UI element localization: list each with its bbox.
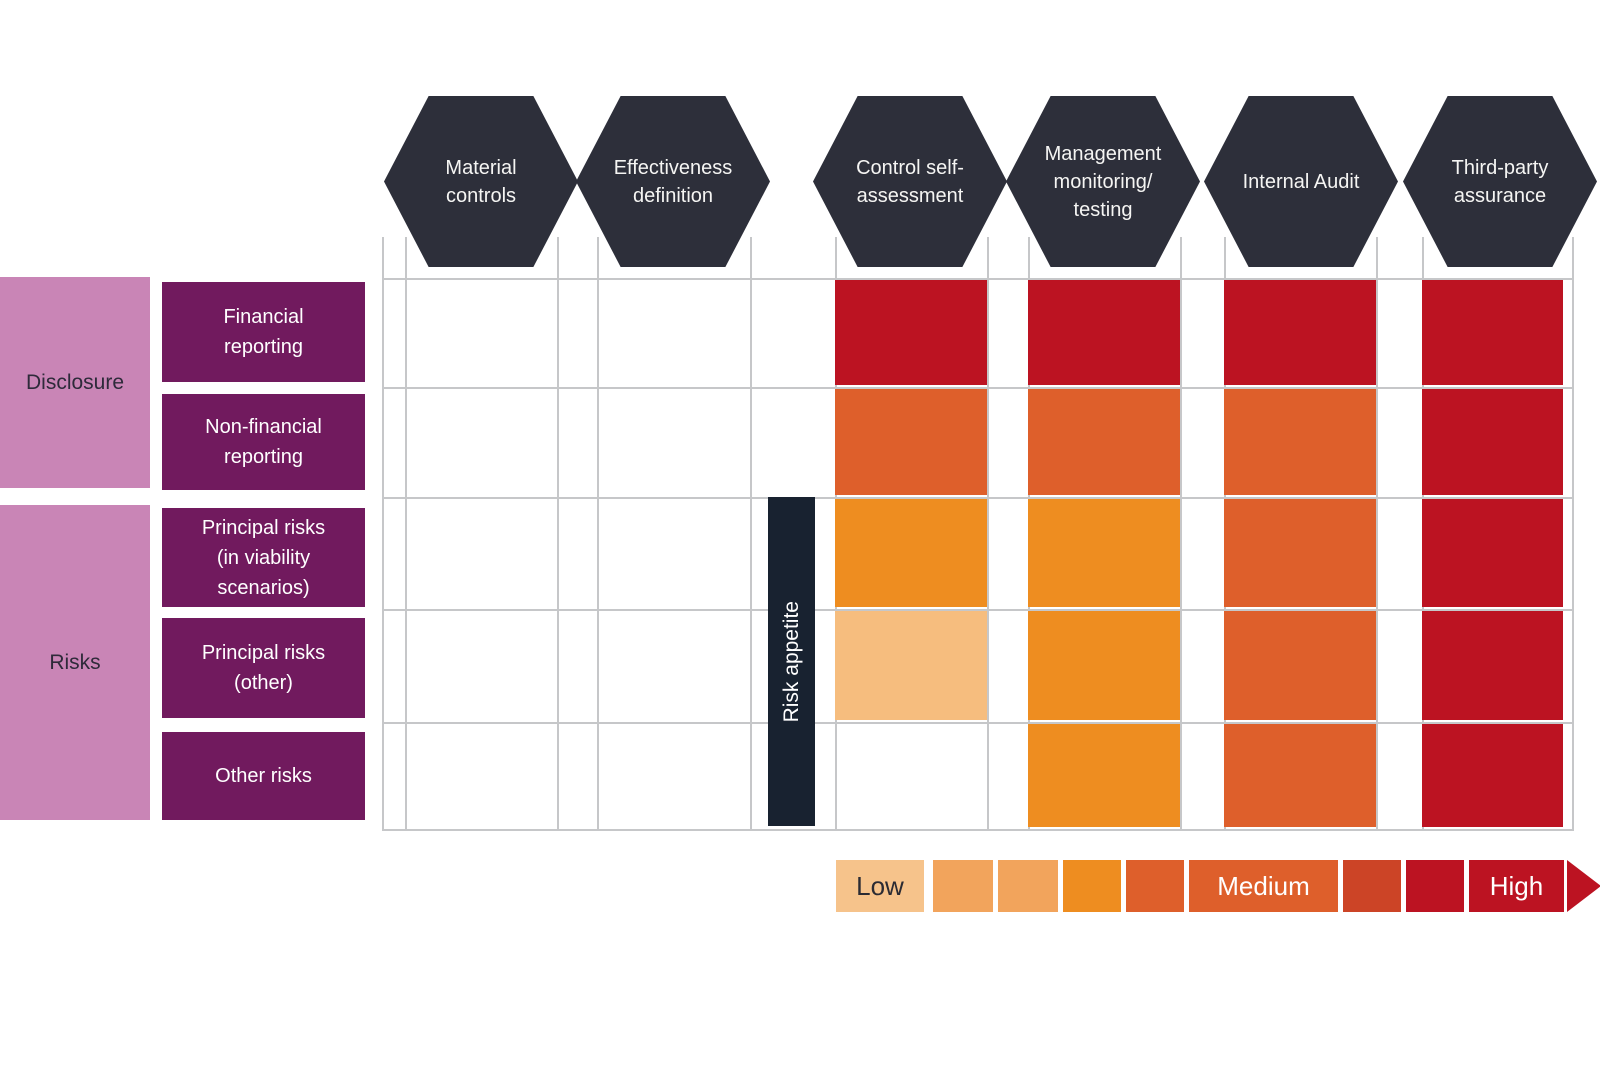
- risk-appetite-label: Risk appetite: [779, 600, 803, 723]
- grid-line: [382, 609, 1574, 611]
- legend-arrow-icon: [1567, 860, 1600, 912]
- matrix-cell-non-financial-reporting-third-party-assurance: [1422, 389, 1563, 495]
- column-header-effectiveness-definition: Effectiveness definition: [576, 96, 770, 267]
- legend-segment-4: [1063, 860, 1121, 912]
- grid-stem-line: [750, 237, 752, 278]
- grid-line: [557, 278, 559, 829]
- grid-line: [750, 278, 752, 829]
- legend-segment-8: [1406, 860, 1464, 912]
- matrix-cell-financial-reporting-management-monitoring-testing: [1028, 280, 1180, 385]
- column-header-internal-audit: Internal Audit: [1204, 96, 1398, 267]
- legend-segment-2: [933, 860, 993, 912]
- grid-line: [382, 387, 1574, 389]
- matrix-cell-other-risks-management-monitoring-testing: [1028, 724, 1180, 827]
- matrix-cell-principal-risks-other-control-self-assessment: [835, 611, 987, 720]
- column-header-control-self-assessment: Control self-assessment: [813, 96, 1007, 267]
- grid-stem-line: [405, 237, 407, 278]
- row-label-principal-risks-other: Principal risks (other): [162, 618, 365, 718]
- risk-appetite-bar: Risk appetite: [768, 497, 815, 826]
- legend-label: High: [1489, 870, 1544, 901]
- legend-label: Medium: [1217, 870, 1310, 901]
- grid-stem-line: [1028, 237, 1030, 278]
- matrix-cell-principal-risks-in-viability-scenarios-management-monitoring-testing: [1028, 499, 1180, 607]
- matrix-cell-principal-risks-other-management-monitoring-testing: [1028, 611, 1180, 720]
- grid-line: [382, 497, 1574, 499]
- column-header-management-monitoring-testing: Management monitoring/ testing: [1006, 96, 1200, 267]
- grid-line: [597, 278, 599, 829]
- column-header-label: Effectiveness definition: [613, 156, 733, 207]
- legend-segment-high: High: [1469, 860, 1564, 912]
- row-group-risks: Risks: [0, 505, 150, 820]
- matrix-cell-principal-risks-in-viability-scenarios-internal-audit: [1224, 499, 1376, 607]
- grid-line: [1572, 278, 1574, 829]
- matrix-cell-other-risks-third-party-assurance: [1422, 724, 1563, 827]
- matrix-cell-principal-risks-other-internal-audit: [1224, 611, 1376, 720]
- matrix-cell-principal-risks-in-viability-scenarios-third-party-assurance: [1422, 499, 1563, 607]
- row-label-non-financial-reporting: Non-financial reporting: [162, 394, 365, 490]
- row-label-other-risks: Other risks: [162, 732, 365, 820]
- grid-stem-line: [987, 237, 989, 278]
- grid-line: [405, 278, 407, 829]
- matrix-cell-financial-reporting-control-self-assessment: [835, 280, 987, 385]
- legend-segment-7: [1343, 860, 1401, 912]
- legend-segment-5: [1126, 860, 1184, 912]
- matrix-cell-non-financial-reporting-control-self-assessment: [835, 389, 987, 495]
- column-header-label: Material controls: [445, 156, 517, 207]
- column-header-label: Control self-assessment: [856, 156, 964, 207]
- grid-stem-line: [835, 237, 837, 278]
- grid-line: [1376, 278, 1378, 829]
- grid-stem-line: [1422, 237, 1424, 278]
- legend-segment-low: Low: [836, 860, 924, 912]
- grid-line: [987, 278, 989, 829]
- grid-stem-line: [557, 237, 559, 278]
- column-header-label: Third-party assurance: [1451, 156, 1549, 207]
- grid-line: [382, 278, 1574, 280]
- grid-line: [382, 722, 1574, 724]
- grid-stem-line: [597, 237, 599, 278]
- row-group-disclosure: Disclosure: [0, 277, 150, 488]
- matrix-cell-other-risks-internal-audit: [1224, 724, 1376, 827]
- grid-line: [382, 829, 1574, 831]
- matrix-cell-non-financial-reporting-management-monitoring-testing: [1028, 389, 1180, 495]
- column-header-label: Management monitoring/ testing: [1044, 142, 1162, 221]
- matrix-cell-financial-reporting-third-party-assurance: [1422, 280, 1563, 385]
- grid-stem-line: [1180, 237, 1182, 278]
- grid-stem-line: [1224, 237, 1226, 278]
- matrix-cell-principal-risks-other-third-party-assurance: [1422, 611, 1563, 720]
- column-header-label: Internal Audit: [1242, 170, 1360, 193]
- row-label-financial-reporting: Financial reporting: [162, 282, 365, 382]
- column-header-third-party-assurance: Third-party assurance: [1403, 96, 1597, 267]
- matrix-cell-financial-reporting-internal-audit: [1224, 280, 1376, 385]
- legend-segment-3: [998, 860, 1058, 912]
- row-label-principal-risks-in-viability-scenarios: Principal risks (in viability scenarios): [162, 508, 365, 607]
- grid-stem-line: [382, 237, 384, 278]
- grid-line: [1180, 278, 1182, 829]
- matrix-cell-non-financial-reporting-internal-audit: [1224, 389, 1376, 495]
- matrix-cell-principal-risks-in-viability-scenarios-control-self-assessment: [835, 499, 987, 607]
- legend-segment-medium: Medium: [1189, 860, 1338, 912]
- grid-stem-line: [1376, 237, 1378, 278]
- column-header-material-controls: Material controls: [384, 96, 578, 267]
- grid-line: [382, 278, 384, 829]
- grid-stem-line: [1572, 237, 1574, 278]
- legend-label: Low: [856, 870, 904, 901]
